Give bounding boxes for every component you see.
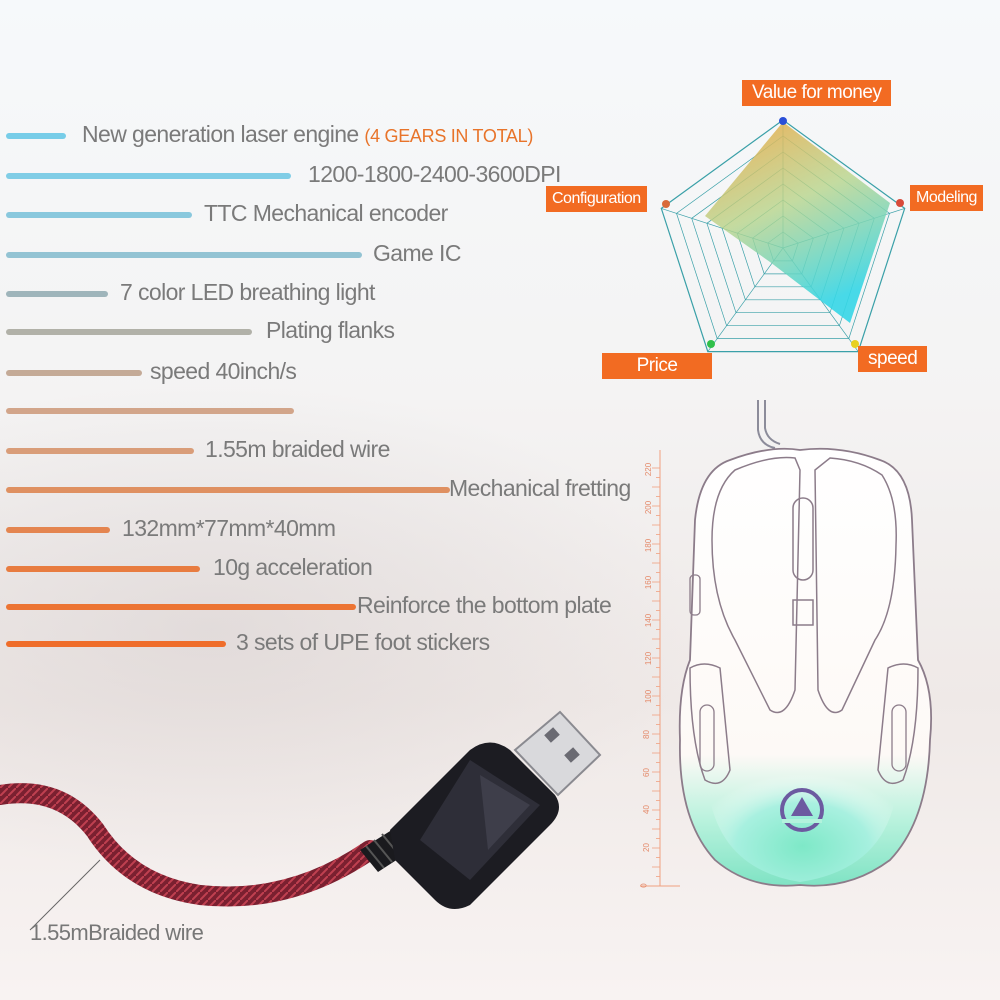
feature-bar — [6, 527, 110, 533]
feature-text: Game IC — [373, 240, 461, 266]
feature-bar — [6, 212, 192, 218]
radar-grid-spoke — [782, 208, 905, 249]
feature-row: Mechanical fretting — [0, 469, 700, 509]
radar-grid-ring — [736, 199, 830, 288]
feature-row: 3 sets of UPE foot stickers — [0, 623, 700, 663]
feature-text: 1200-1800-2400-3600DPI — [308, 161, 561, 187]
feature-row: 1.55m braided wire — [0, 430, 700, 470]
feature-bar — [6, 370, 142, 376]
radar-label-speed: speed — [858, 346, 928, 372]
ruler-tick-label: 80 — [641, 729, 651, 739]
radar-label-modeling: Modeling — [910, 185, 983, 211]
ruler-tick-label: 100 — [644, 689, 654, 704]
ruler-tick-label: 200 — [644, 500, 654, 514]
feature-row: TTC Mechanical encoder — [0, 194, 700, 234]
feature-text: 132mm*77mm*40mm — [122, 515, 336, 541]
ruler-tick-label: 180 — [644, 538, 654, 552]
feature-bar — [6, 641, 226, 647]
feature-text: 3 sets of UPE foot stickers — [236, 629, 490, 655]
ruler-tick-label: 20 — [641, 843, 651, 853]
feature-row: 1200-1800-2400-3600DPI — [0, 155, 700, 195]
feature-row: speed 40inch/s — [0, 352, 700, 392]
wire-label: 1.55mBraided wire — [30, 920, 204, 945]
radar-grid-ring — [767, 231, 799, 262]
radar-dot-bottom-left — [707, 340, 715, 348]
radar-area — [705, 122, 890, 323]
feature-text: 1.55m braided wire — [205, 436, 390, 462]
feature-bar — [6, 566, 200, 572]
ruler-tick-label: 120 — [644, 651, 654, 666]
feature-row: New generation laser engine (4 GEARS IN … — [0, 115, 700, 155]
feature-bar — [6, 173, 291, 179]
feature-bar — [6, 448, 194, 454]
feature-row — [0, 390, 700, 430]
radar-grid-ring — [676, 135, 890, 339]
feature-row: 10g acceleration — [0, 548, 700, 588]
usb-cable-image — [0, 710, 602, 909]
ruler-lines — [640, 450, 680, 887]
feature-row: Game IC — [0, 234, 700, 274]
feature-bar — [6, 133, 66, 139]
feature-bar — [6, 604, 356, 610]
feature-text: New generation laser engine (4 GEARS IN … — [82, 121, 534, 147]
brand-logo-icon — [780, 788, 824, 832]
radar-grid-ring — [752, 215, 814, 275]
radar-dot-right — [896, 199, 904, 207]
ruler-tick-label: 160 — [644, 576, 654, 590]
feature-bar — [6, 252, 362, 258]
feature-bar — [6, 408, 294, 414]
feature-text: 10g acceleration — [213, 554, 373, 580]
feature-text: 7 color LED breathing light — [120, 279, 375, 305]
feature-row: Reinforce the bottom plate — [0, 586, 700, 626]
feature-row: 7 color LED breathing light — [0, 273, 700, 313]
ruler-tick-label: 60 — [641, 767, 651, 777]
ruler-tick-label: 140 — [644, 614, 654, 628]
feature-note: (4 GEARS IN TOTAL) — [364, 126, 534, 146]
background-haze — [0, 380, 700, 880]
ruler-tick-label: 0 — [639, 883, 649, 888]
radar-label-price: Price — [602, 353, 712, 379]
radar-grid-spoke — [782, 247, 859, 352]
feature-row: 132mm*77mm*40mm — [0, 509, 700, 549]
feature-bar — [6, 487, 450, 493]
ruler-tick-label: 40 — [641, 805, 651, 815]
radar-grid-ring — [706, 167, 860, 314]
feature-text: TTC Mechanical encoder — [204, 200, 448, 226]
ruler-tick-label: 220 — [644, 462, 654, 477]
radar-dot-top — [779, 117, 787, 125]
feature-bar — [6, 291, 108, 297]
radar-grid-ring — [721, 183, 845, 301]
feature-row: Plating flanks — [0, 311, 700, 351]
radar-grid-ring — [691, 151, 875, 327]
wire-callout-line — [29, 859, 101, 931]
feature-text: Mechanical fretting — [449, 475, 631, 501]
feature-text: Plating flanks — [266, 317, 395, 343]
feature-bar — [6, 329, 252, 335]
radar-label-configuration: Configuration — [546, 186, 647, 212]
feature-text: speed 40inch/s — [150, 358, 297, 384]
radar-label-value-for-money: Value for money — [742, 80, 892, 106]
radar-grid-spoke — [707, 247, 784, 352]
feature-text: Reinforce the bottom plate — [357, 592, 612, 618]
